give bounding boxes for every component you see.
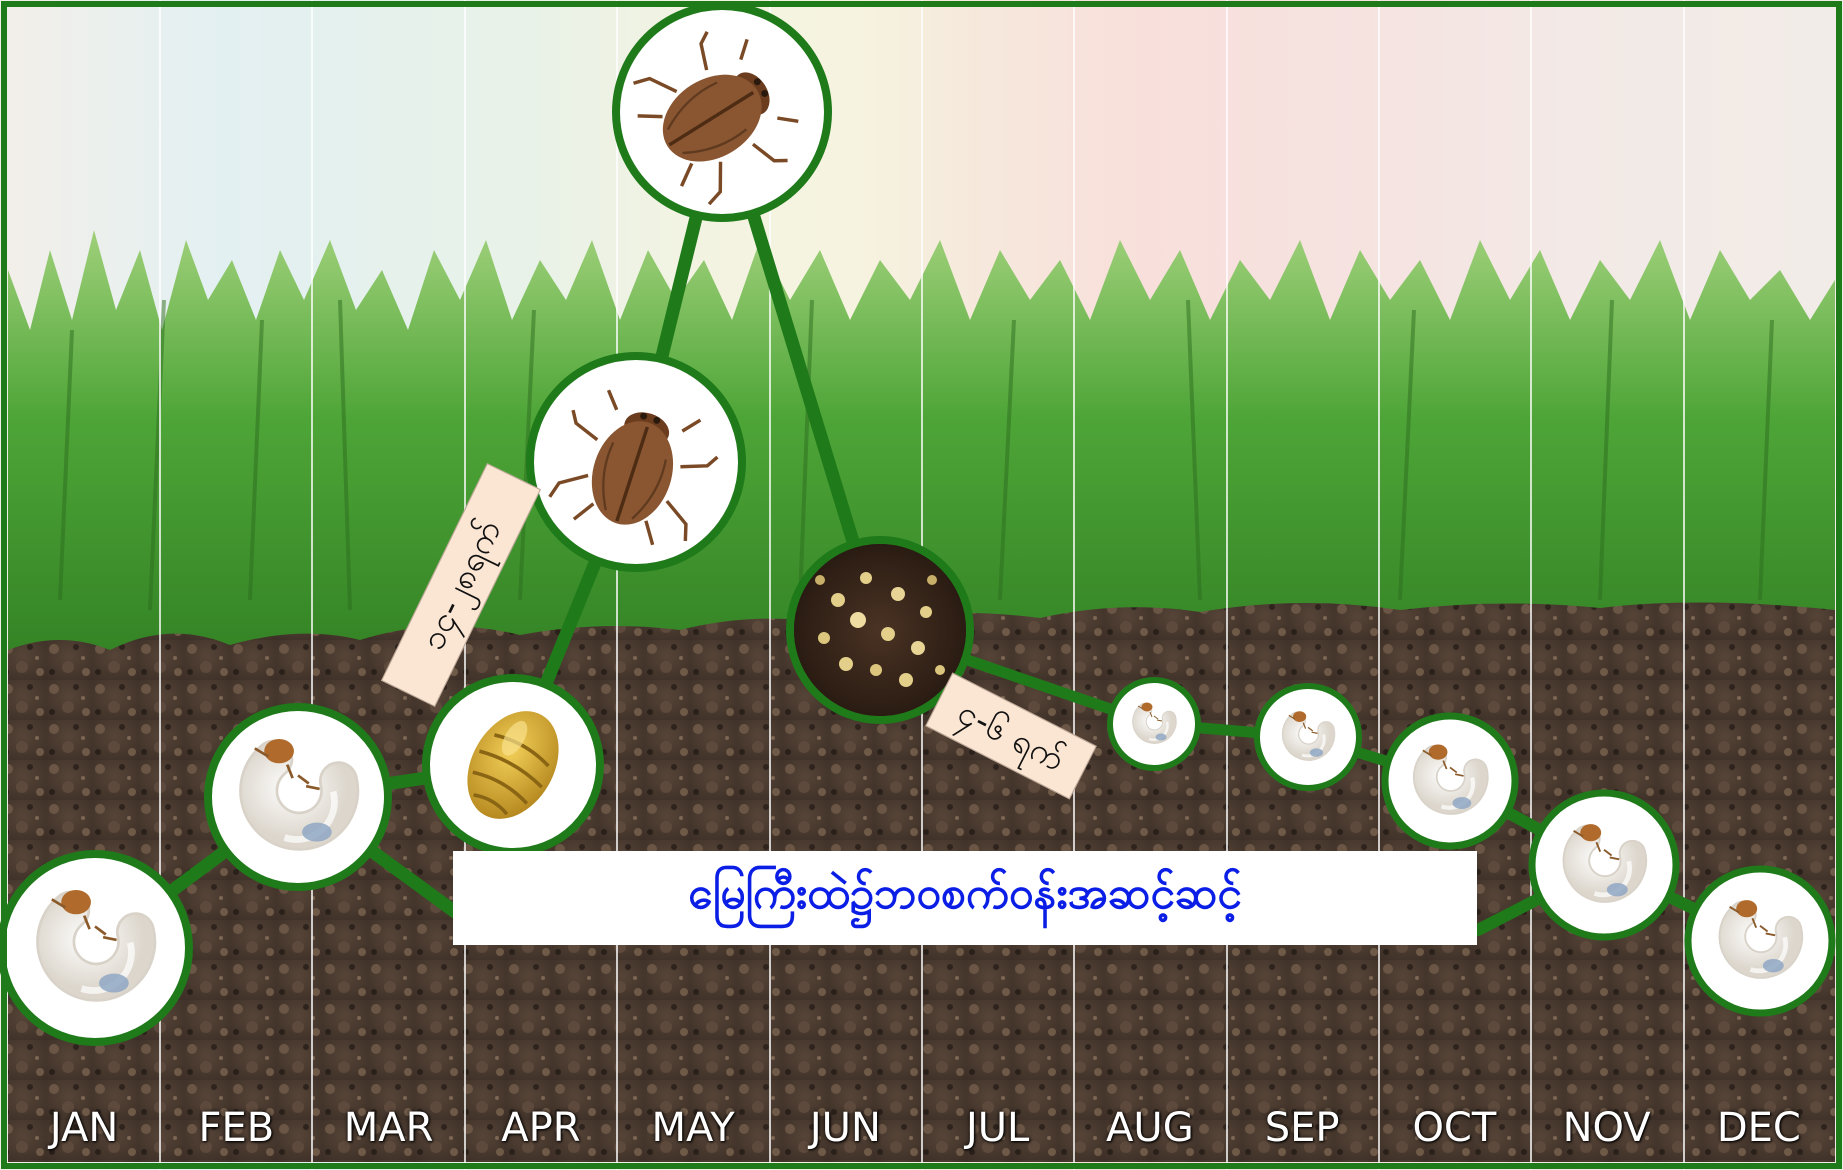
month-axis: JAN FEB MAR APR MAY JUN JUL AUG SEP OCT … [8,1098,1835,1158]
month-label-nov: NOV [1531,1098,1683,1158]
month-label-oct: OCT [1378,1098,1530,1158]
month-label-jun: JUN [769,1098,921,1158]
stage-node-aug-larva [1110,680,1198,768]
month-label-mar: MAR [313,1098,465,1158]
month-label-jul: JUL [922,1098,1074,1158]
stage-node-may-beetle [616,6,828,218]
stage-node-sep-larva [1257,686,1359,788]
month-label-jan: JAN [8,1098,160,1158]
title-box: မြေကြီးထဲ၌ဘဝစက်ဝန်းအဆင့်ဆင့် [453,851,1477,945]
stage-node-nov-larva [1532,793,1676,937]
month-label-aug: AUG [1074,1098,1226,1158]
month-label-feb: FEB [160,1098,312,1158]
diagram-title: မြေကြီးထဲ၌ဘဝစက်ဝန်းအဆင့်ဆင့် [688,866,1242,930]
month-label-sep: SEP [1226,1098,1378,1158]
eggs-icon [794,544,966,716]
stage-node-apr-beetle [530,356,742,568]
stage-node-oct-larva [1385,716,1515,846]
month-label-apr: APR [465,1098,617,1158]
stage-node-mar-pupa [426,678,600,852]
month-label-may: MAY [617,1098,769,1158]
month-label-dec: DEC [1683,1098,1835,1158]
stage-node-feb-larva [208,707,388,887]
stage-node-dec-larva [1688,869,1832,1013]
stage-node-jan-larva [1,854,189,1042]
